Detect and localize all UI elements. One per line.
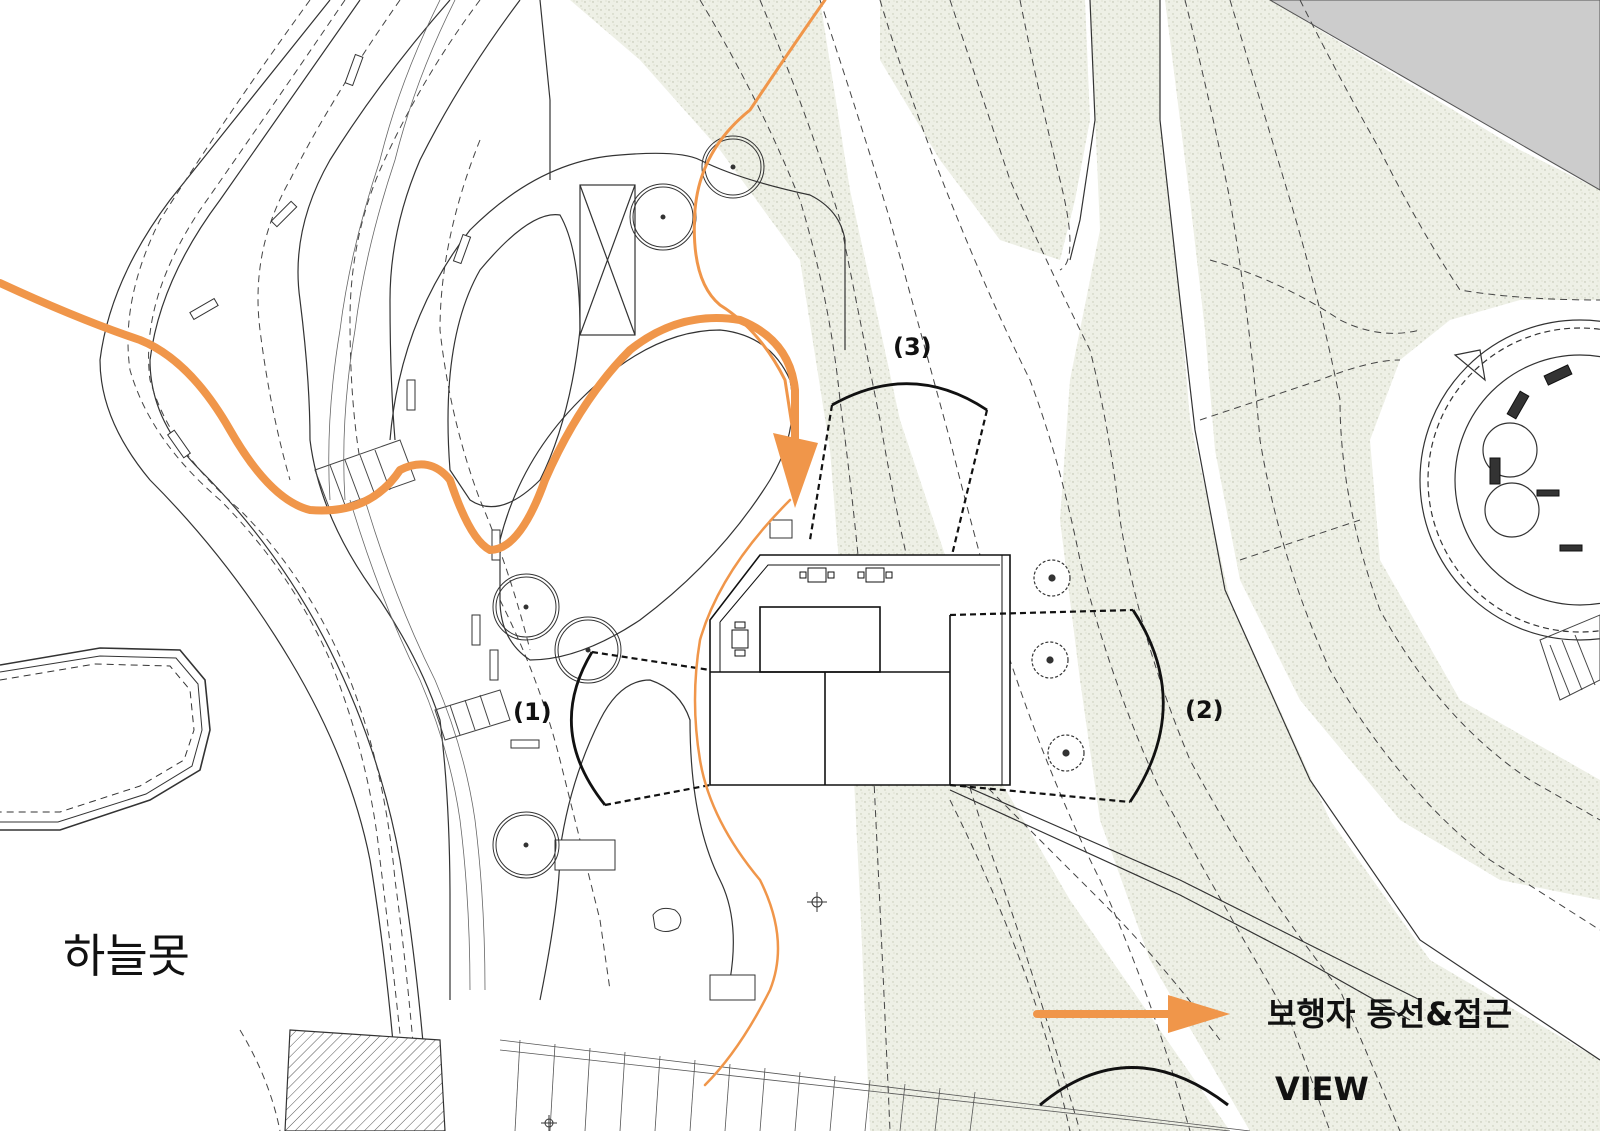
- shrubs: [1031, 559, 1085, 772]
- view-cone-2: [949, 608, 1165, 804]
- crossed-structure: [579, 184, 636, 336]
- pond-label: 하늘못: [63, 929, 190, 983]
- bottom-pavement: [499, 1039, 1251, 1131]
- legend-view-label: VIEW: [1275, 1070, 1369, 1108]
- site-furniture: [166, 53, 793, 1001]
- legend-pedestrian-route: 보행자 동선&접근: [1033, 995, 1512, 1033]
- view-label-2: (2): [1185, 696, 1224, 724]
- view-label-3: (3): [893, 333, 932, 361]
- hatched-deck: [284, 1029, 446, 1131]
- existing-building: [1268, 0, 1600, 191]
- view-cone-1: [569, 650, 711, 807]
- view-label-1: (1): [513, 698, 552, 726]
- view-cone-3: [808, 382, 989, 556]
- legend-view-arc-icon: [1039, 1066, 1229, 1107]
- legend-pedestrian-label: 보행자 동선&접근: [1267, 995, 1512, 1033]
- building-footprint: [709, 554, 1011, 786]
- legend-arrow-icon: [1168, 995, 1230, 1033]
- legend: 보행자 동선&접근 VIEW: [1033, 995, 1512, 1108]
- cafe-tables: [731, 567, 893, 657]
- diagonal-path: [939, 774, 1421, 1021]
- plaza-stairs: [1539, 614, 1600, 701]
- plaza-benches: [1489, 364, 1583, 552]
- stone-wall: [328, 0, 486, 991]
- circular-plaza: [1419, 319, 1600, 641]
- survey-markers: [541, 892, 827, 1131]
- legend-view: VIEW: [1039, 1066, 1369, 1108]
- pedestrian-routes: [0, 0, 827, 1087]
- pond: [0, 647, 211, 831]
- contour-lines: [127, 0, 1600, 1131]
- route-arrow-head: [773, 433, 818, 508]
